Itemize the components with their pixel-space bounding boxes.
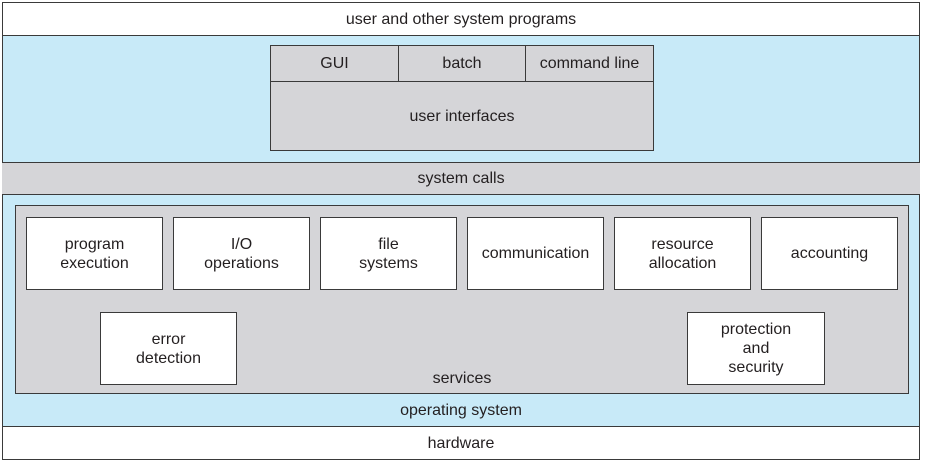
service-program-execution-label: program execution — [60, 235, 129, 272]
service-file-systems-label: file systems — [359, 235, 418, 272]
services-title: services — [362, 366, 562, 390]
services-label: services — [432, 369, 492, 387]
user-interfaces-title: user interfaces — [270, 82, 654, 151]
system-calls-layer: system calls — [2, 162, 920, 195]
user-programs-layer: user and other system programs — [2, 2, 920, 35]
operating-system-title: operating system — [2, 396, 920, 424]
service-resource-allocation: resource allocation — [614, 217, 751, 290]
operating-system-label: operating system — [400, 401, 522, 419]
service-resource-allocation-label: resource allocation — [648, 235, 717, 272]
user-interfaces-label: user interfaces — [409, 108, 515, 125]
service-communication: communication — [467, 217, 604, 290]
ui-tab-gui: GUI — [270, 45, 399, 82]
ui-tab-command-line-label: command line — [539, 55, 640, 72]
user-interfaces-block — [270, 45, 654, 151]
service-io-operations: I/O operations — [173, 217, 310, 290]
service-error-detection-label: error detection — [136, 330, 201, 367]
hardware-label: hardware — [427, 434, 495, 452]
service-accounting: accounting — [761, 217, 898, 290]
service-accounting-label: accounting — [790, 245, 869, 262]
system-calls-label: system calls — [417, 170, 505, 187]
ui-tab-gui-label: GUI — [320, 55, 349, 72]
hardware-layer: hardware — [2, 427, 920, 460]
user-programs-label: user and other system programs — [345, 10, 577, 28]
ui-tab-batch: batch — [398, 45, 526, 82]
service-protection-security: protection and security — [687, 312, 825, 385]
ui-tab-batch-label: batch — [442, 55, 482, 72]
service-error-detection: error detection — [100, 312, 237, 385]
ui-tab-command-line: command line — [525, 45, 654, 82]
service-protection-security-label: protection and security — [720, 321, 792, 376]
service-file-systems: file systems — [320, 217, 457, 290]
service-communication-label: communication — [481, 245, 590, 262]
service-program-execution: program execution — [26, 217, 163, 290]
service-io-operations-label: I/O operations — [204, 235, 279, 272]
